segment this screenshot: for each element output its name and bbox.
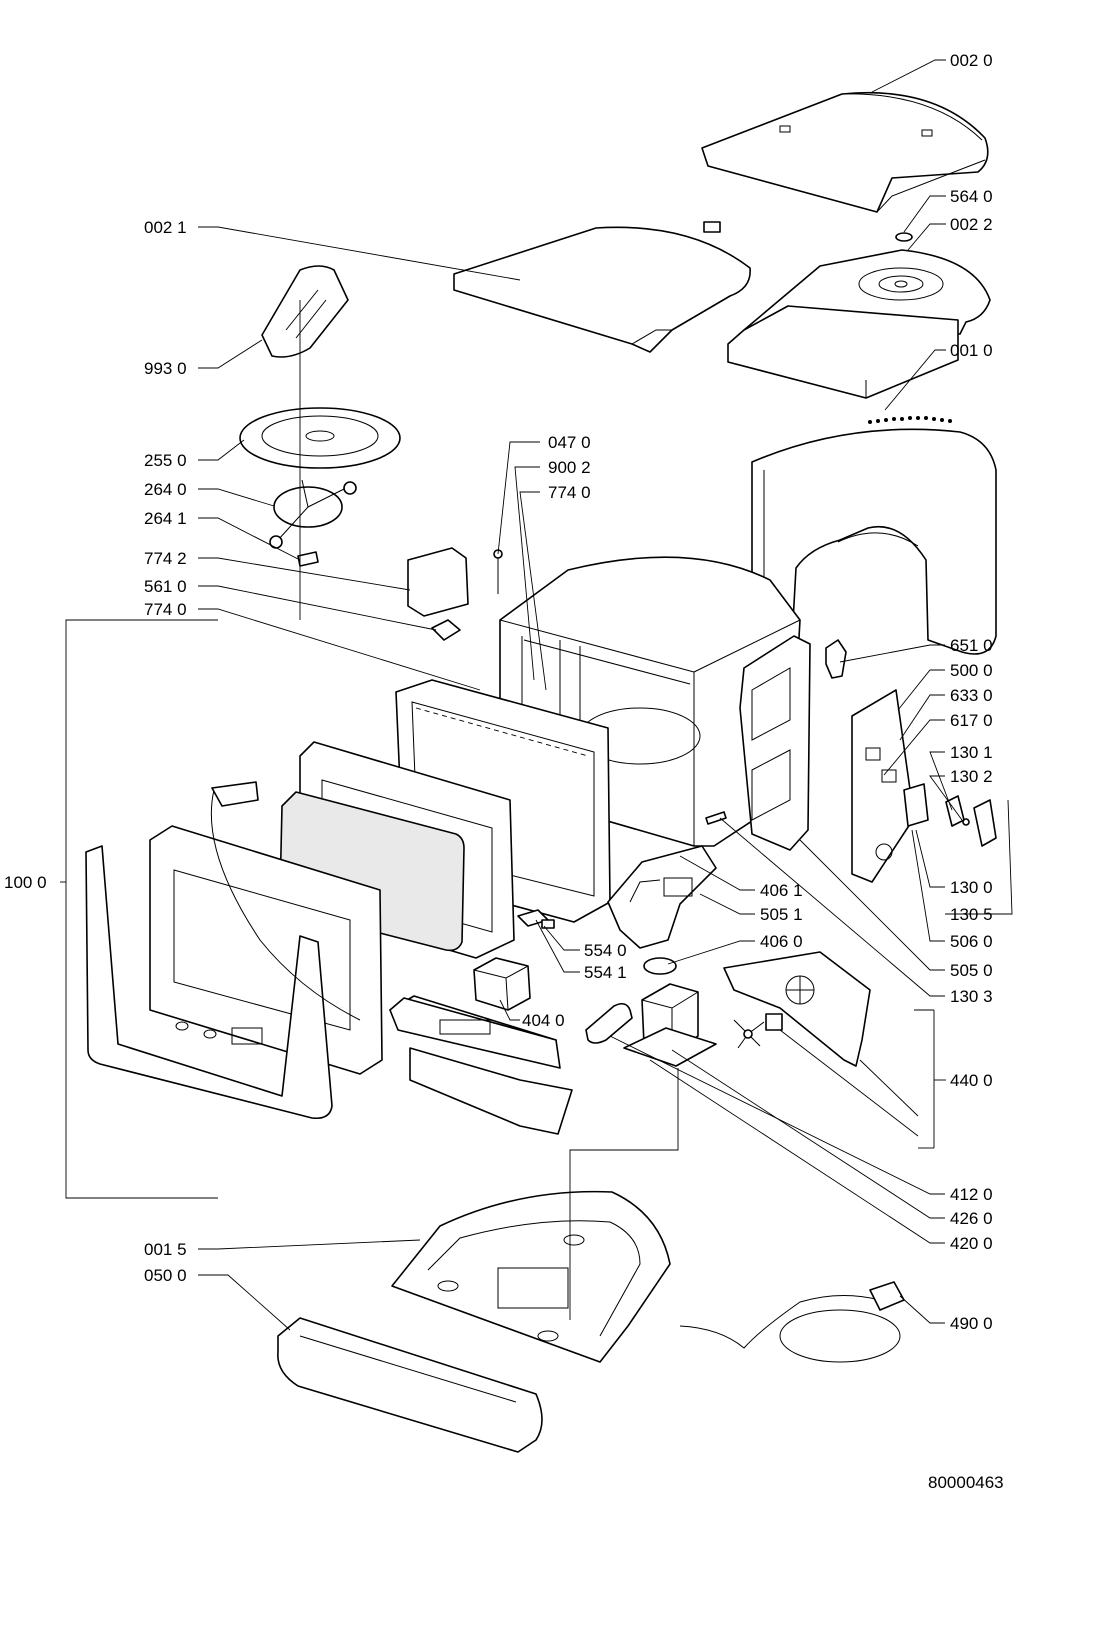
label-774-0-top: 774 0 (548, 483, 591, 502)
door-wire (210, 781, 361, 1021)
power-board (851, 689, 915, 883)
label-617-0: 617 0 (950, 711, 993, 730)
label-500-0: 500 0 (950, 661, 993, 680)
door-group-bracket (60, 619, 218, 1199)
power-cord (679, 1281, 905, 1363)
label-264-0: 264 0 (144, 480, 187, 499)
base-plate (391, 1190, 671, 1363)
label-130-1: 130 1 (950, 743, 993, 762)
glass-turntable (239, 407, 401, 469)
label-264-1: 264 1 (144, 509, 187, 528)
turntable-motor (643, 957, 677, 975)
part-labels: 002 0 564 0 002 2 002 1 001 0 993 0 047 … (4, 51, 1004, 1492)
control-mounting-plate (409, 1047, 573, 1135)
label-001-5: 001 5 (144, 1240, 187, 1259)
label-047-0: 047 0 (548, 433, 591, 452)
washer (895, 232, 913, 242)
label-130-2: 130 2 (950, 767, 993, 786)
small-fuse-parts (517, 909, 555, 929)
label-564-0: 564 0 (950, 187, 993, 206)
turntable-coupler (297, 551, 319, 567)
casing-vent-dots (868, 416, 952, 424)
label-774-2: 774 2 (144, 549, 187, 568)
outer-top-cover (701, 91, 989, 213)
label-774-0-side: 774 0 (144, 600, 187, 619)
door-switches (903, 783, 997, 847)
fan-motor (765, 1013, 783, 1031)
label-900-2: 900 2 (548, 458, 591, 477)
latch-pins (705, 811, 727, 825)
side-bracket (739, 635, 811, 851)
label-426-0: 426 0 (950, 1209, 993, 1228)
cooking-rack (261, 265, 349, 358)
door-trim (85, 845, 333, 1120)
label-506-0: 506 0 (950, 932, 993, 951)
label-420-0: 420 0 (950, 1234, 993, 1253)
drawing-number: 80000463 (928, 1473, 1004, 1492)
inner-cover-sheet (453, 221, 751, 353)
label-406-1: 406 1 (760, 881, 803, 900)
label-406-0: 406 0 (760, 932, 803, 951)
hv-capacitor (585, 1002, 633, 1044)
oven-lamp (825, 639, 847, 679)
bracket-plate (407, 547, 469, 617)
label-130-3: 130 3 (950, 987, 993, 1006)
label-130-0: 130 0 (950, 878, 993, 897)
leader-lines (198, 59, 1013, 1331)
small-transformer (473, 957, 531, 1011)
label-050-0: 050 0 (144, 1266, 187, 1285)
fan-blade (733, 1019, 765, 1049)
roller-ring (269, 479, 357, 549)
switch-support-housing (607, 845, 717, 949)
label-002-1: 002 1 (144, 218, 187, 237)
label-001-0: 001 0 (950, 341, 993, 360)
outer-casing-wrap (751, 428, 997, 655)
screw (493, 549, 503, 594)
label-490-0: 490 0 (950, 1314, 993, 1333)
label-002-2: 002 2 (950, 215, 993, 234)
label-554-1: 554 1 (584, 963, 627, 982)
label-505-0: 505 0 (950, 961, 993, 980)
label-633-0: 633 0 (950, 686, 993, 705)
label-993-0: 993 0 (144, 359, 187, 378)
label-505-1: 505 1 (760, 905, 803, 924)
label-561-0: 561 0 (144, 577, 187, 596)
label-002-0: 002 0 (950, 51, 993, 70)
label-554-0: 554 0 (584, 941, 627, 960)
label-404-0: 404 0 (522, 1011, 565, 1030)
label-100-0: 100 0 (4, 873, 47, 892)
control-pcb (389, 995, 561, 1069)
mica-cover (431, 619, 461, 641)
label-130-5: 130 5 (950, 905, 993, 924)
front-panel (277, 1317, 543, 1453)
label-255-0: 255 0 (144, 451, 187, 470)
label-651-0: 651 0 (950, 636, 993, 655)
hv-transformer (623, 983, 717, 1067)
label-440-0: 440 0 (950, 1071, 993, 1090)
waveguide-top-plate (727, 249, 991, 399)
fan-duct (723, 951, 871, 1067)
label-412-0: 412 0 (950, 1185, 993, 1204)
